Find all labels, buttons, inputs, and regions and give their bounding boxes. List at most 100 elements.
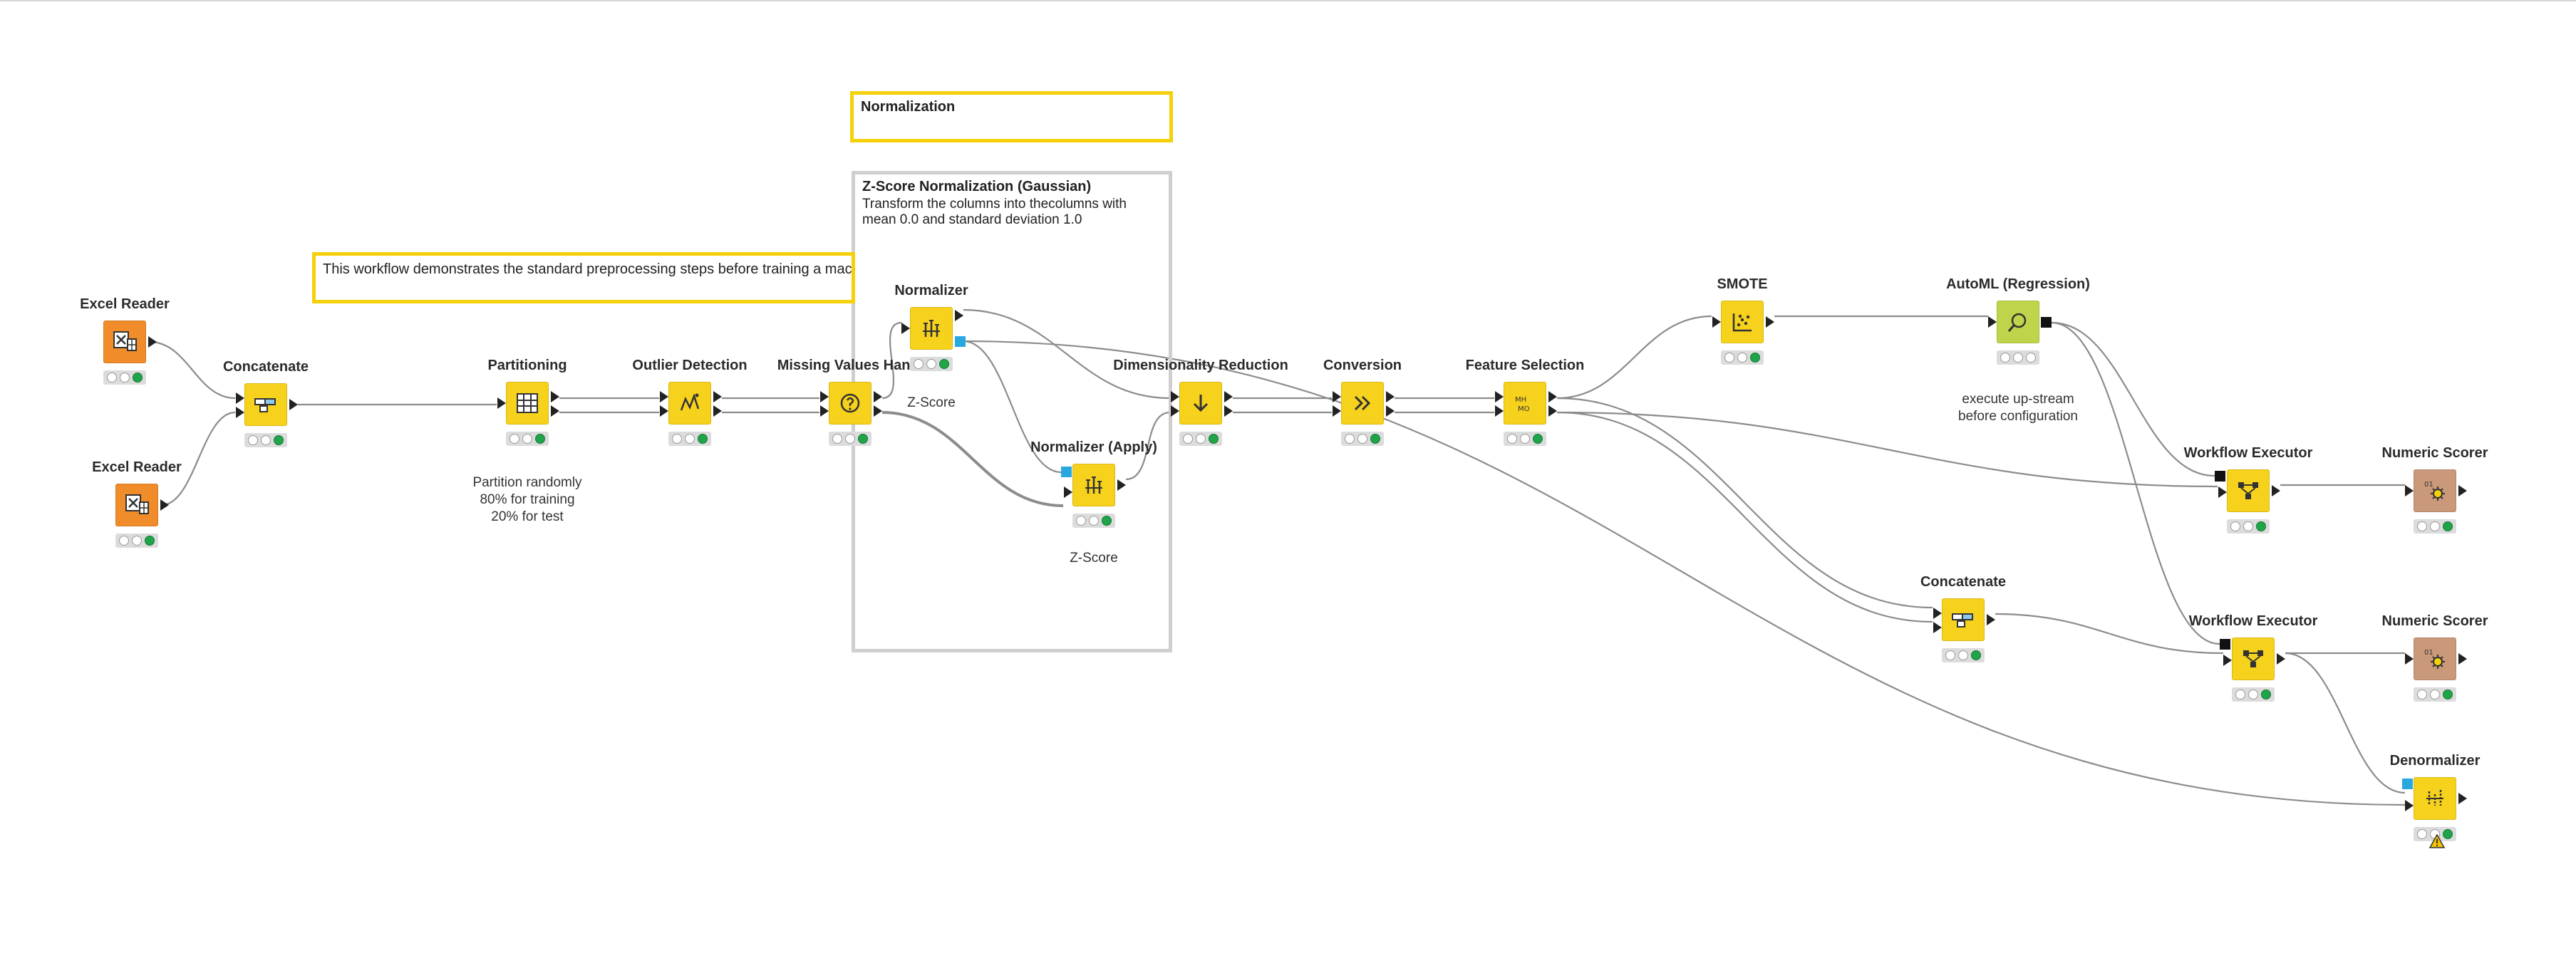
- workflow-input-port[interactable]: [2220, 639, 2230, 650]
- output-port[interactable]: [289, 399, 298, 410]
- input-port[interactable]: [660, 405, 668, 417]
- connection-edge[interactable]: [1995, 613, 2224, 655]
- status-traffic-light: [2414, 827, 2456, 841]
- input-port[interactable]: [1933, 622, 1942, 633]
- input-port[interactable]: [1171, 391, 1179, 402]
- output-port[interactable]: [1224, 405, 1233, 417]
- output-port[interactable]: [1548, 405, 1557, 417]
- output-port[interactable]: [955, 310, 963, 321]
- node-missing-values-handling[interactable]: Missing Values Handl: [777, 358, 923, 464]
- connection-edge[interactable]: [881, 411, 1064, 507]
- input-port[interactable]: [236, 392, 244, 404]
- connection-edge[interactable]: [1556, 411, 1933, 623]
- status-traffic-light: [1721, 350, 1764, 365]
- connection-edge[interactable]: [2285, 652, 2406, 794]
- output-port[interactable]: [2277, 653, 2285, 665]
- output-port[interactable]: [1548, 391, 1557, 402]
- model-output-port[interactable]: [955, 336, 966, 347]
- input-port[interactable]: [1171, 405, 1179, 417]
- connection-edge[interactable]: [881, 321, 902, 400]
- node-normalizer-apply[interactable]: Normalizer (Apply) Z-Score: [1030, 439, 1157, 566]
- output-port[interactable]: [2458, 793, 2467, 804]
- node-automl-regression[interactable]: AutoML (Regression) execute up-stream be…: [1946, 276, 2090, 424]
- connection-edge[interactable]: [1556, 397, 1933, 609]
- output-port[interactable]: [874, 391, 882, 402]
- output-port[interactable]: [148, 336, 157, 348]
- input-port[interactable]: [2218, 486, 2227, 498]
- connection-edge[interactable]: [149, 340, 236, 400]
- normalizer-apply-icon: [1072, 464, 1115, 506]
- output-port[interactable]: [1224, 391, 1233, 402]
- input-port[interactable]: [1988, 316, 1997, 328]
- model-input-port[interactable]: [2402, 779, 2413, 789]
- node-concatenate-1[interactable]: Concatenate: [209, 359, 323, 466]
- input-port[interactable]: [1333, 391, 1341, 402]
- denormalizer-icon: [2414, 777, 2456, 820]
- node-denormalizer[interactable]: Denormalizer: [2378, 753, 2492, 860]
- input-port[interactable]: [1933, 608, 1942, 619]
- connection-edge[interactable]: [161, 411, 236, 506]
- input-port[interactable]: [901, 323, 910, 334]
- output-port[interactable]: [160, 499, 169, 511]
- node-title: Conversion: [1323, 358, 1402, 373]
- node-dimensionality-reduction[interactable]: Dimensionality Reduction: [1113, 358, 1288, 464]
- input-port[interactable]: [2405, 800, 2414, 811]
- node-normalizer[interactable]: Normalizer Z-Score: [874, 283, 988, 410]
- node-concatenate-2[interactable]: Concatenate: [1906, 574, 2020, 681]
- input-port[interactable]: [820, 391, 829, 402]
- connection-edge[interactable]: [2051, 321, 2220, 645]
- output-port[interactable]: [713, 391, 722, 402]
- input-port[interactable]: [2405, 653, 2414, 665]
- output-port[interactable]: [874, 405, 882, 417]
- output-port[interactable]: [551, 405, 559, 417]
- node-smote[interactable]: SMOTE: [1685, 276, 1799, 383]
- output-port[interactable]: [713, 405, 722, 417]
- connection-edge[interactable]: [963, 340, 1062, 474]
- input-port[interactable]: [2405, 485, 2414, 496]
- status-traffic-light: [1942, 648, 1985, 662]
- input-port[interactable]: [2223, 655, 2232, 666]
- node-numeric-scorer-2[interactable]: Numeric Scorer 01: [2378, 613, 2492, 720]
- output-port[interactable]: [2458, 485, 2467, 496]
- input-port[interactable]: [236, 407, 244, 418]
- node-outlier-detection[interactable]: Outlier Detection: [632, 358, 748, 464]
- model-input-port[interactable]: [1061, 467, 1072, 477]
- input-port[interactable]: [1495, 405, 1504, 417]
- output-port[interactable]: [551, 391, 559, 402]
- workflow-input-port[interactable]: [2215, 471, 2225, 482]
- node-numeric-scorer-1[interactable]: Numeric Scorer 01: [2378, 445, 2492, 552]
- input-port[interactable]: [660, 391, 668, 402]
- connection-edge[interactable]: [1556, 411, 2218, 488]
- output-port[interactable]: [2458, 653, 2467, 665]
- workflow-output-port[interactable]: [2041, 317, 2052, 328]
- output-port[interactable]: [1766, 316, 1774, 328]
- annotation-normalization[interactable]: Normalization: [850, 91, 1173, 142]
- output-port[interactable]: [1386, 391, 1395, 402]
- input-port[interactable]: [1712, 316, 1721, 328]
- input-port[interactable]: [1064, 486, 1072, 498]
- node-workflow-executor-1[interactable]: Workflow Executor: [2184, 445, 2312, 552]
- input-port[interactable]: [820, 405, 829, 417]
- connection-edge[interactable]: [2051, 321, 2215, 477]
- output-port[interactable]: [1987, 614, 1995, 625]
- node-partitioning[interactable]: Partitioning Partition randomly 80% for …: [470, 358, 584, 524]
- status-traffic-light: [2414, 519, 2456, 534]
- svg-text:01: 01: [2424, 481, 2433, 489]
- output-port[interactable]: [1117, 479, 1126, 491]
- connection-edge[interactable]: [963, 340, 2406, 806]
- node-conversion[interactable]: Conversion: [1305, 358, 1419, 464]
- node-workflow-executor-2[interactable]: Workflow Executor: [2189, 613, 2317, 720]
- connection-edge[interactable]: [1556, 315, 1712, 400]
- node-excel-reader-2[interactable]: Excel Reader: [80, 459, 194, 566]
- output-port[interactable]: [1386, 405, 1395, 417]
- node-excel-reader-1[interactable]: Excel Reader: [68, 296, 182, 403]
- input-port[interactable]: [1333, 405, 1341, 417]
- output-port[interactable]: [2272, 485, 2280, 496]
- connection-edge[interactable]: [1125, 411, 1171, 481]
- input-port[interactable]: [1495, 391, 1504, 402]
- annotation-intro[interactable]: This workflow demonstrates the standard …: [312, 252, 855, 303]
- input-port[interactable]: [497, 397, 506, 409]
- connection-edge[interactable]: [963, 308, 1171, 400]
